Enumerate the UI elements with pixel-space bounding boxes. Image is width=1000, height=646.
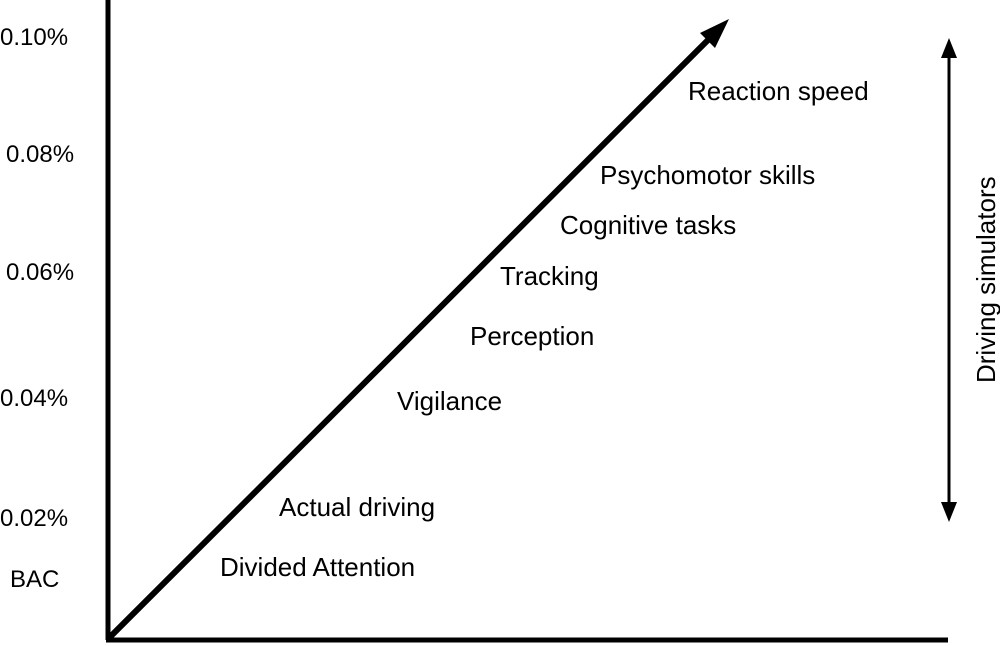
y-tick-label-0-08: 0.08% bbox=[6, 141, 74, 168]
y-tick-label-0-06: 0.06% bbox=[6, 259, 74, 286]
impairment-arrow-shaft bbox=[107, 33, 715, 640]
skill-label-reaction-speed: Reaction speed bbox=[688, 76, 869, 106]
skill-label-perception: Perception bbox=[470, 321, 594, 351]
y-tick-label-0-04: 0.04% bbox=[0, 385, 68, 412]
impairment-arrow-head bbox=[700, 19, 729, 48]
skill-label-tracking: Tracking bbox=[500, 261, 599, 291]
simulator-range-arrow-bottom bbox=[941, 502, 957, 522]
skill-label-actual-driving: Actual driving bbox=[279, 492, 435, 522]
simulator-range-arrow-top bbox=[941, 38, 957, 58]
skill-label-divided-attention: Divided Attention bbox=[220, 552, 415, 582]
y-tick-label-0-10: 0.10% bbox=[0, 24, 68, 51]
simulator-range-label: Driving simulators bbox=[971, 176, 1000, 383]
y-tick-label-0-02: 0.02% bbox=[0, 505, 68, 532]
skill-label-psychomotor-skills: Psychomotor skills bbox=[600, 160, 815, 190]
skill-label-vigilance: Vigilance bbox=[397, 386, 502, 416]
y-axis-label-bac: BAC bbox=[10, 566, 59, 593]
skill-label-cognitive-tasks: Cognitive tasks bbox=[560, 210, 736, 240]
